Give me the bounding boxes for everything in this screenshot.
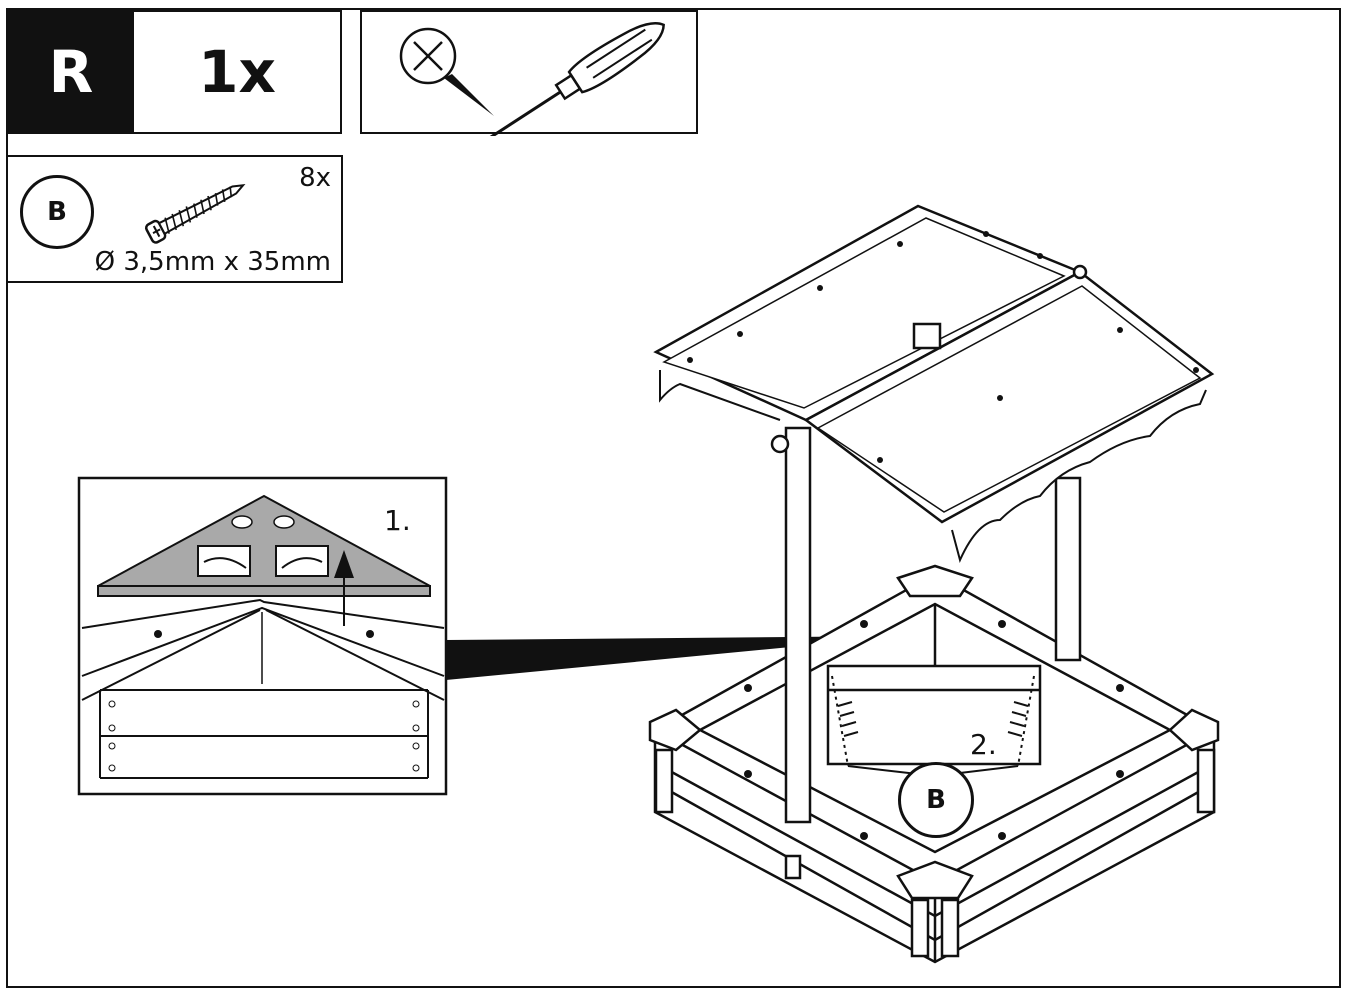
hardware-panel: B 8x Ø 3,5mm x 35mm (6, 155, 343, 283)
screw-icon (144, 184, 246, 244)
tools-illustration (399, 22, 665, 136)
detail-inset (77, 476, 448, 796)
page-frame (6, 8, 1341, 988)
canopy-posts (770, 426, 1082, 880)
canopy-roof (653, 204, 1215, 563)
step-1-label: 1. (384, 504, 411, 537)
bolt-holes (687, 231, 1199, 840)
step-letter-badge: R (8, 10, 134, 134)
step-quantity: 1x (134, 10, 342, 134)
tools-panel (360, 10, 698, 136)
screwdriver-icon (471, 22, 665, 136)
part-b-callout: B (898, 762, 974, 838)
screw-count: 8x (299, 163, 331, 193)
screw-size: Ø 3,5mm x 35mm (94, 247, 331, 277)
phillips-screw-head-icon (399, 27, 494, 116)
step-2-label: 2. (970, 728, 997, 761)
part-b-badge: B (20, 175, 94, 249)
